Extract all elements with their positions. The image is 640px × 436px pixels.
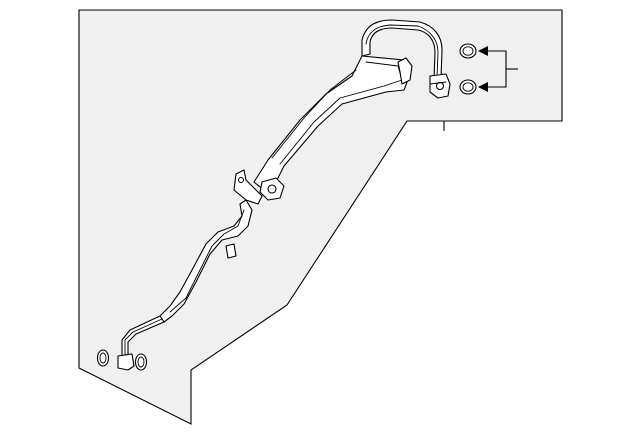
hose-assembly	[117, 19, 451, 371]
right-fitting-edge	[429, 81, 447, 85]
background-panel	[78, 9, 563, 425]
right-fitting-port	[435, 81, 445, 91]
o-ring-lower	[459, 79, 477, 95]
upper-bracket	[397, 57, 413, 85]
arrow-lower-icon	[478, 82, 488, 92]
upper-pipe-outer	[361, 19, 443, 81]
hose-lower-inner	[169, 209, 245, 313]
mid-clamp-bolt	[267, 184, 277, 194]
o-ring-end-left	[96, 349, 110, 367]
lower-end-fitting	[117, 353, 135, 371]
lower-pipe-inner	[124, 318, 163, 357]
upper-pipe-inner	[365, 24, 439, 79]
arrow-upper-icon	[478, 46, 488, 56]
hose-upper-edge	[271, 69, 357, 159]
lower-hose-bracket	[225, 243, 237, 259]
o-ring-callout	[478, 46, 518, 92]
hose-upper-highlight	[279, 61, 403, 165]
o-ring-upper	[459, 43, 477, 59]
mount-bracket-hole	[237, 176, 245, 184]
o-ring-end-right	[134, 353, 148, 371]
